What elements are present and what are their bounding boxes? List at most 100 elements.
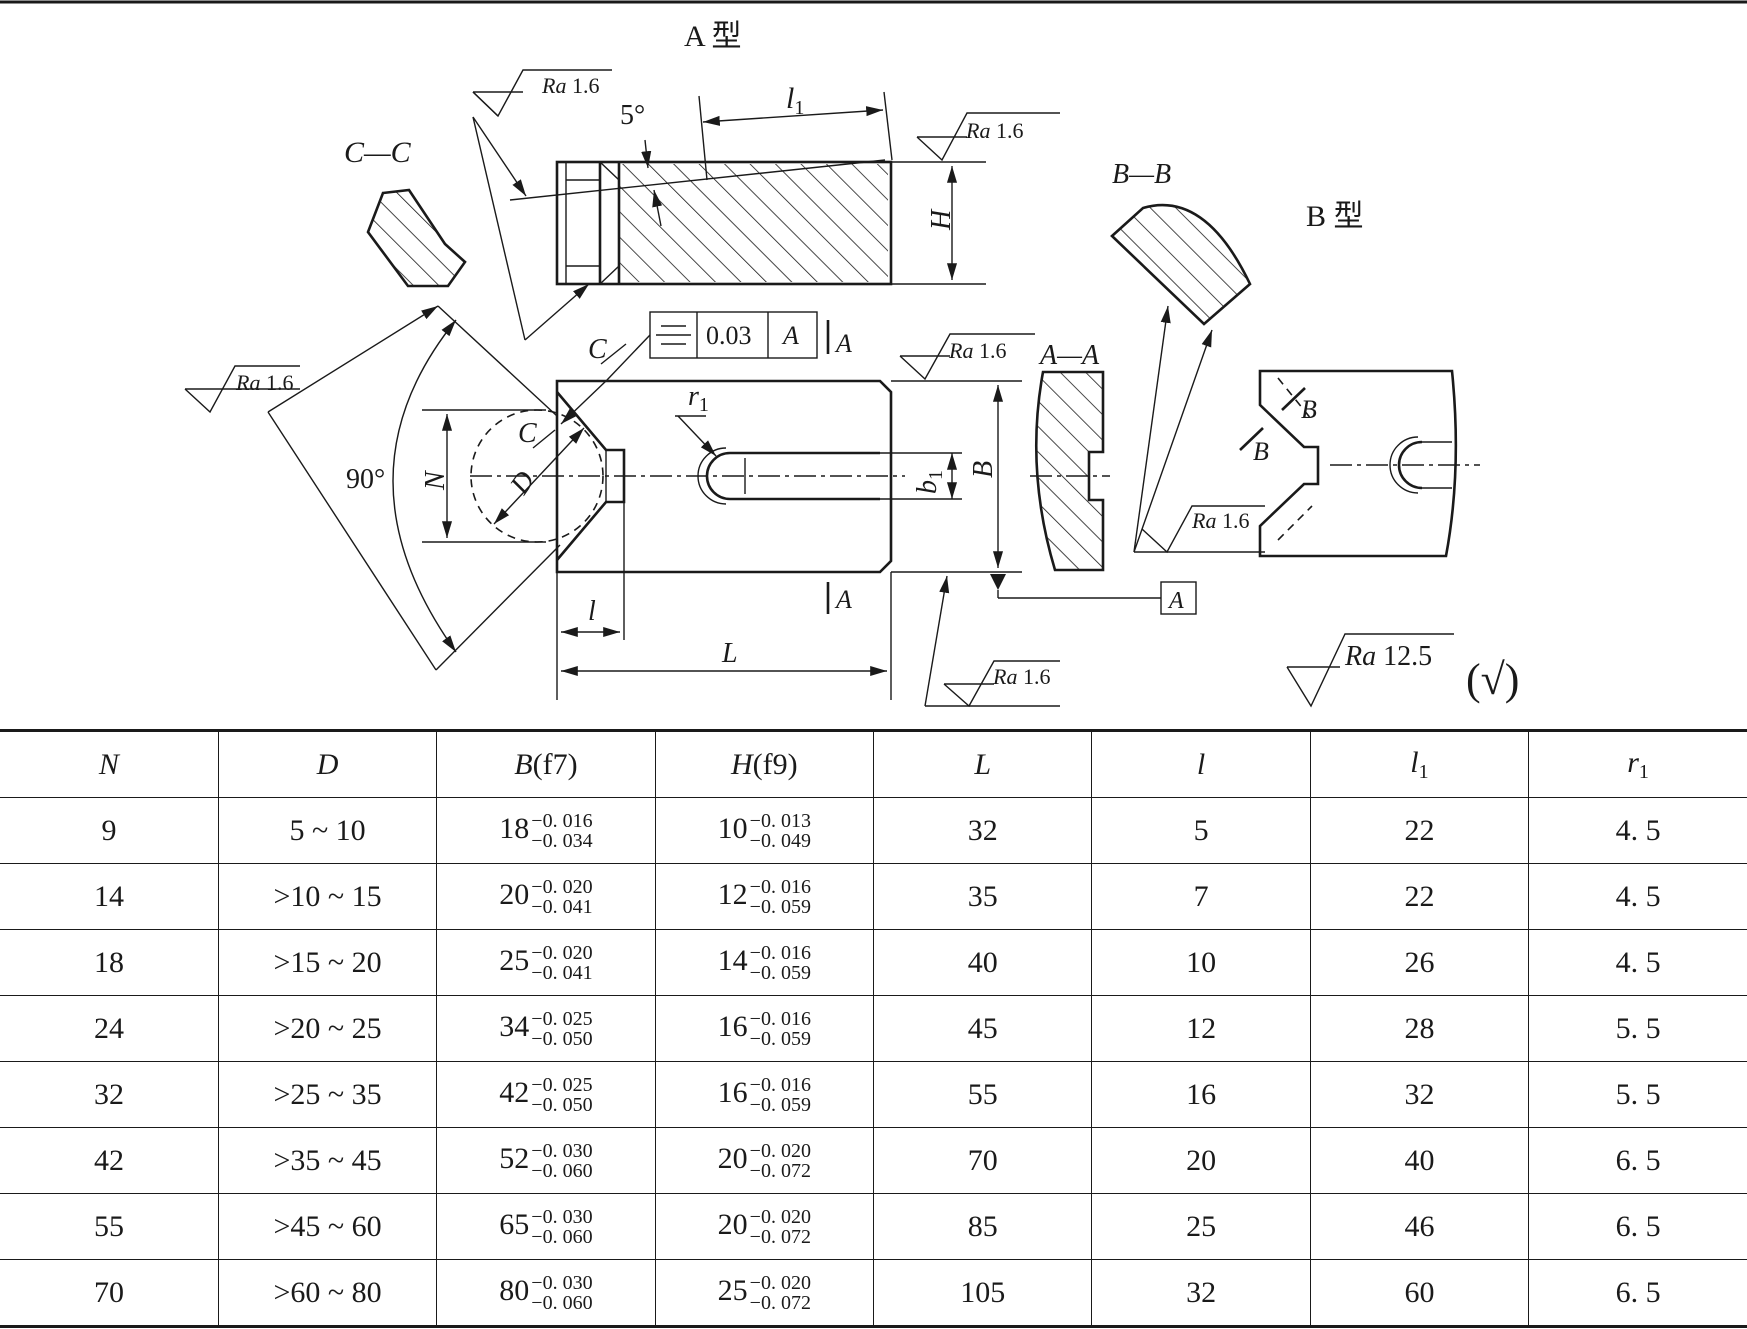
- section-bb-label: B—B: [1112, 159, 1171, 190]
- cell-l: 7: [1091, 863, 1311, 930]
- cell-L: 45: [872, 995, 1092, 1062]
- cell-L: 35: [872, 863, 1092, 930]
- section-marker-b-left: B: [1253, 437, 1269, 466]
- svg-text:Ra 1.6: Ra 1.6: [1191, 508, 1249, 533]
- column-header: D: [217, 730, 437, 798]
- cell-l1: 22: [1309, 797, 1529, 864]
- cell-r1: 6. 5: [1528, 1259, 1747, 1327]
- dim-l-large-label: L: [721, 638, 738, 669]
- cell-B: 25−0. 020−0. 041: [436, 929, 656, 996]
- cell-l1: 60: [1309, 1259, 1529, 1327]
- roughness-symbol-5: Ra 1.6: [924, 575, 1060, 708]
- cell-r1: 5. 5: [1528, 1061, 1747, 1128]
- roughness-symbol-4: Ra 1.6: [899, 333, 1035, 381]
- cell-r1: 4. 5: [1528, 863, 1747, 930]
- cell-D: >35 ~ 45: [217, 1127, 437, 1194]
- label-c-top: C: [588, 334, 607, 365]
- cell-B: 80−0. 030−0. 060: [436, 1259, 656, 1327]
- cell-D: >25 ~ 35: [217, 1061, 437, 1128]
- dim-b-label: B: [968, 461, 999, 478]
- dim-n-label: N: [420, 470, 451, 491]
- cell-l: 10: [1091, 929, 1311, 996]
- column-header: H(f9): [654, 730, 874, 798]
- cell-l: 32: [1091, 1259, 1311, 1327]
- column-header: L: [872, 730, 1092, 798]
- cell-l: 25: [1091, 1193, 1311, 1260]
- cell-D: 5 ~ 10: [217, 797, 437, 864]
- angle-90-label: 90°: [346, 464, 385, 495]
- cell-l: 20: [1091, 1127, 1311, 1194]
- cell-r1: 6. 5: [1528, 1127, 1747, 1194]
- svg-text:Ra 1.6: Ra 1.6: [235, 370, 293, 395]
- general-roughness-suffix: (√): [1466, 655, 1519, 704]
- general-roughness: Ra 12.5 (√): [1286, 633, 1519, 708]
- cell-l: 5: [1091, 797, 1311, 864]
- cell-D: >20 ~ 25: [217, 995, 437, 1062]
- dim-h-label: H: [926, 208, 957, 231]
- cell-l: 16: [1091, 1061, 1311, 1128]
- cell-r1: 6. 5: [1528, 1193, 1747, 1260]
- cell-N: 55: [0, 1193, 219, 1260]
- cell-l: 12: [1091, 995, 1311, 1062]
- cell-H: 20−0. 020−0. 072: [654, 1127, 874, 1194]
- roughness-symbol-6: Ra 1.6: [1133, 305, 1265, 554]
- cell-l1: 26: [1309, 929, 1529, 996]
- svg-text:Ra 12.5: Ra 12.5: [1344, 641, 1432, 672]
- section-marker-a-top: A: [834, 329, 852, 358]
- cell-l1: 22: [1309, 863, 1529, 930]
- cell-N: 42: [0, 1127, 219, 1194]
- section-marker-a-bottom: A: [834, 585, 852, 614]
- cell-B: 65−0. 030−0. 060: [436, 1193, 656, 1260]
- dim-d-label: D: [504, 466, 542, 501]
- cell-B: 52−0. 030−0. 060: [436, 1127, 656, 1194]
- dim-l1-label: l1: [786, 82, 804, 119]
- cell-H: 20−0. 020−0. 072: [654, 1193, 874, 1260]
- cell-N: 24: [0, 995, 219, 1062]
- cell-D: >45 ~ 60: [217, 1193, 437, 1260]
- cell-L: 105: [872, 1259, 1092, 1327]
- section-aa-label: A—A: [1038, 340, 1100, 371]
- section-cc-view: [366, 188, 467, 288]
- cell-l1: 28: [1309, 995, 1529, 1062]
- type-a-title: A 型: [684, 20, 742, 53]
- cell-L: 32: [872, 797, 1092, 864]
- tolerance-value: 0.03: [706, 321, 752, 350]
- cell-H: 16−0. 016−0. 059: [654, 1061, 874, 1128]
- cell-H: 14−0. 016−0. 059: [654, 929, 874, 996]
- type-b-title: B 型: [1306, 200, 1364, 233]
- section-aa-view: [1030, 370, 1110, 572]
- column-header: r1: [1528, 730, 1747, 798]
- cell-l1: 32: [1309, 1061, 1529, 1128]
- tolerance-datum: A: [781, 321, 799, 350]
- cell-H: 12−0. 016−0. 059: [654, 863, 874, 930]
- column-header: l1: [1309, 730, 1529, 798]
- type-b-plan-view: B B: [1239, 369, 1480, 558]
- cell-N: 32: [0, 1061, 219, 1128]
- svg-text:Ra 1.6: Ra 1.6: [965, 118, 1023, 143]
- column-header: l: [1091, 730, 1311, 798]
- roughness-symbol-3: Ra 1.6 90°: [184, 305, 561, 671]
- cell-D: >15 ~ 20: [217, 929, 437, 996]
- cell-l1: 40: [1309, 1127, 1529, 1194]
- cell-L: 70: [872, 1127, 1092, 1194]
- section-marker-b-top: B: [1301, 395, 1317, 424]
- cell-B: 34−0. 025−0. 050: [436, 995, 656, 1062]
- roughness-symbol-2: Ra 1.6: [916, 112, 1060, 162]
- column-header: B(f7): [436, 730, 656, 798]
- cell-B: 18−0. 016−0. 034: [436, 797, 656, 864]
- cell-H: 16−0. 016−0. 059: [654, 995, 874, 1062]
- cell-H: 10−0. 013−0. 049: [654, 797, 874, 864]
- section-cc-label: C—C: [344, 136, 412, 169]
- cell-H: 25−0. 020−0. 072: [654, 1259, 874, 1327]
- cell-N: 14: [0, 863, 219, 930]
- column-header: N: [98, 747, 119, 781]
- cell-L: 55: [872, 1061, 1092, 1128]
- cell-r1: 4. 5: [1528, 797, 1747, 864]
